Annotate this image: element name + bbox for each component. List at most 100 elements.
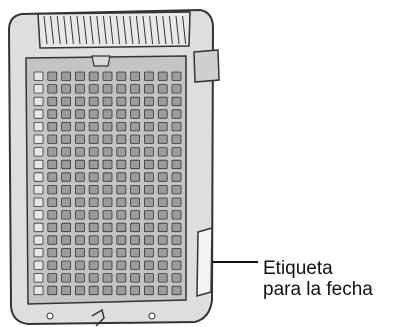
filter-cell (47, 84, 58, 94)
filter-cell (61, 159, 71, 170)
filter-cell (116, 84, 127, 94)
filter-cell (61, 222, 71, 233)
panel-tab (91, 55, 111, 67)
filter-cell (75, 122, 85, 132)
filter-cell (130, 71, 141, 81)
filter-cell (47, 122, 58, 132)
filter-cell (157, 122, 168, 132)
filter-cell (102, 235, 113, 245)
vent-slat (83, 15, 88, 45)
filter-cell (130, 222, 141, 233)
filter-cell (75, 197, 85, 207)
filter-cell (157, 96, 168, 107)
filter-cell (47, 273, 58, 283)
filter-cell (130, 134, 141, 144)
filter-cell (116, 197, 127, 207)
filter-cell (130, 172, 141, 182)
bottom-latch (91, 308, 105, 327)
filter-cell (157, 235, 168, 245)
filter-cell (75, 84, 85, 94)
filter-cell (143, 84, 154, 94)
filter-cell (171, 260, 182, 270)
filter-cell (143, 197, 154, 207)
filter-cell (157, 210, 168, 220)
filter-cell (157, 109, 168, 119)
filter-cell (143, 210, 154, 220)
filter-grid (33, 71, 182, 296)
filter-cell (171, 96, 182, 107)
filter-cell (61, 247, 71, 258)
filter-cell (171, 210, 182, 220)
filter-cell (143, 285, 154, 296)
filter-cell (61, 84, 71, 94)
filter-cell (33, 109, 44, 119)
filter-cell (88, 260, 99, 270)
vent-slat (129, 15, 134, 45)
filter-cell (171, 134, 182, 144)
filter-cell (143, 109, 154, 119)
filter-cell (116, 71, 127, 81)
filter-cell (116, 122, 127, 132)
vent-slat (109, 15, 114, 45)
filter-cell (157, 273, 168, 283)
filter-cell (130, 210, 141, 220)
filter-cell (157, 172, 168, 182)
vent-slats (43, 15, 187, 45)
filter-cell (75, 172, 85, 182)
filter-cell (116, 210, 127, 220)
vent-slat (50, 15, 55, 45)
filter-cell (47, 96, 58, 107)
filter-cell (116, 109, 127, 119)
filter-cell (47, 147, 58, 157)
filter-cell (116, 260, 127, 270)
filter-cell (102, 210, 113, 220)
filter-cell (157, 222, 168, 233)
filter-cell (171, 109, 182, 119)
vent-slat (69, 15, 74, 45)
filter-cell (33, 197, 44, 207)
vent-slat (182, 15, 187, 45)
filter-cell (171, 84, 182, 94)
filter-cell (47, 260, 58, 270)
filter-cell (116, 134, 127, 144)
filter-cell (88, 273, 99, 283)
filter-cell (143, 122, 154, 132)
filter-cell (88, 84, 99, 94)
filter-cell (143, 172, 154, 182)
callout-line-2: para la fecha (263, 279, 373, 300)
filter-cell (102, 71, 113, 81)
filter-cell (33, 159, 44, 170)
top-vent (37, 11, 191, 49)
filter-cell (102, 260, 113, 270)
filter-cell (47, 222, 58, 233)
filter-cell (157, 71, 168, 81)
filter-cell (171, 147, 182, 157)
filter-cell (33, 147, 44, 157)
filter-cell (47, 109, 58, 119)
side-handle (193, 49, 220, 83)
filter-cell (130, 147, 141, 157)
filter-cell (61, 172, 71, 182)
filter-cell (102, 285, 113, 296)
filter-cell (130, 235, 141, 245)
filter-cell (75, 247, 85, 258)
filter-cell (61, 260, 71, 270)
filter-cell (143, 147, 154, 157)
filter-cell (143, 247, 154, 258)
filter-cell (171, 273, 182, 283)
filter-cell (171, 247, 182, 258)
filter-cell (171, 71, 182, 81)
filter-cell (47, 247, 58, 258)
filter-cell (130, 273, 141, 283)
filter-cell (75, 210, 85, 220)
filter-cell (88, 235, 99, 245)
filter-cell (88, 172, 99, 182)
filter-cell (33, 96, 44, 107)
filter-cell (143, 71, 154, 81)
filter-cell (116, 96, 127, 107)
filter-cell (33, 184, 44, 195)
filter-cell (33, 134, 44, 144)
filter-cell (102, 96, 113, 107)
